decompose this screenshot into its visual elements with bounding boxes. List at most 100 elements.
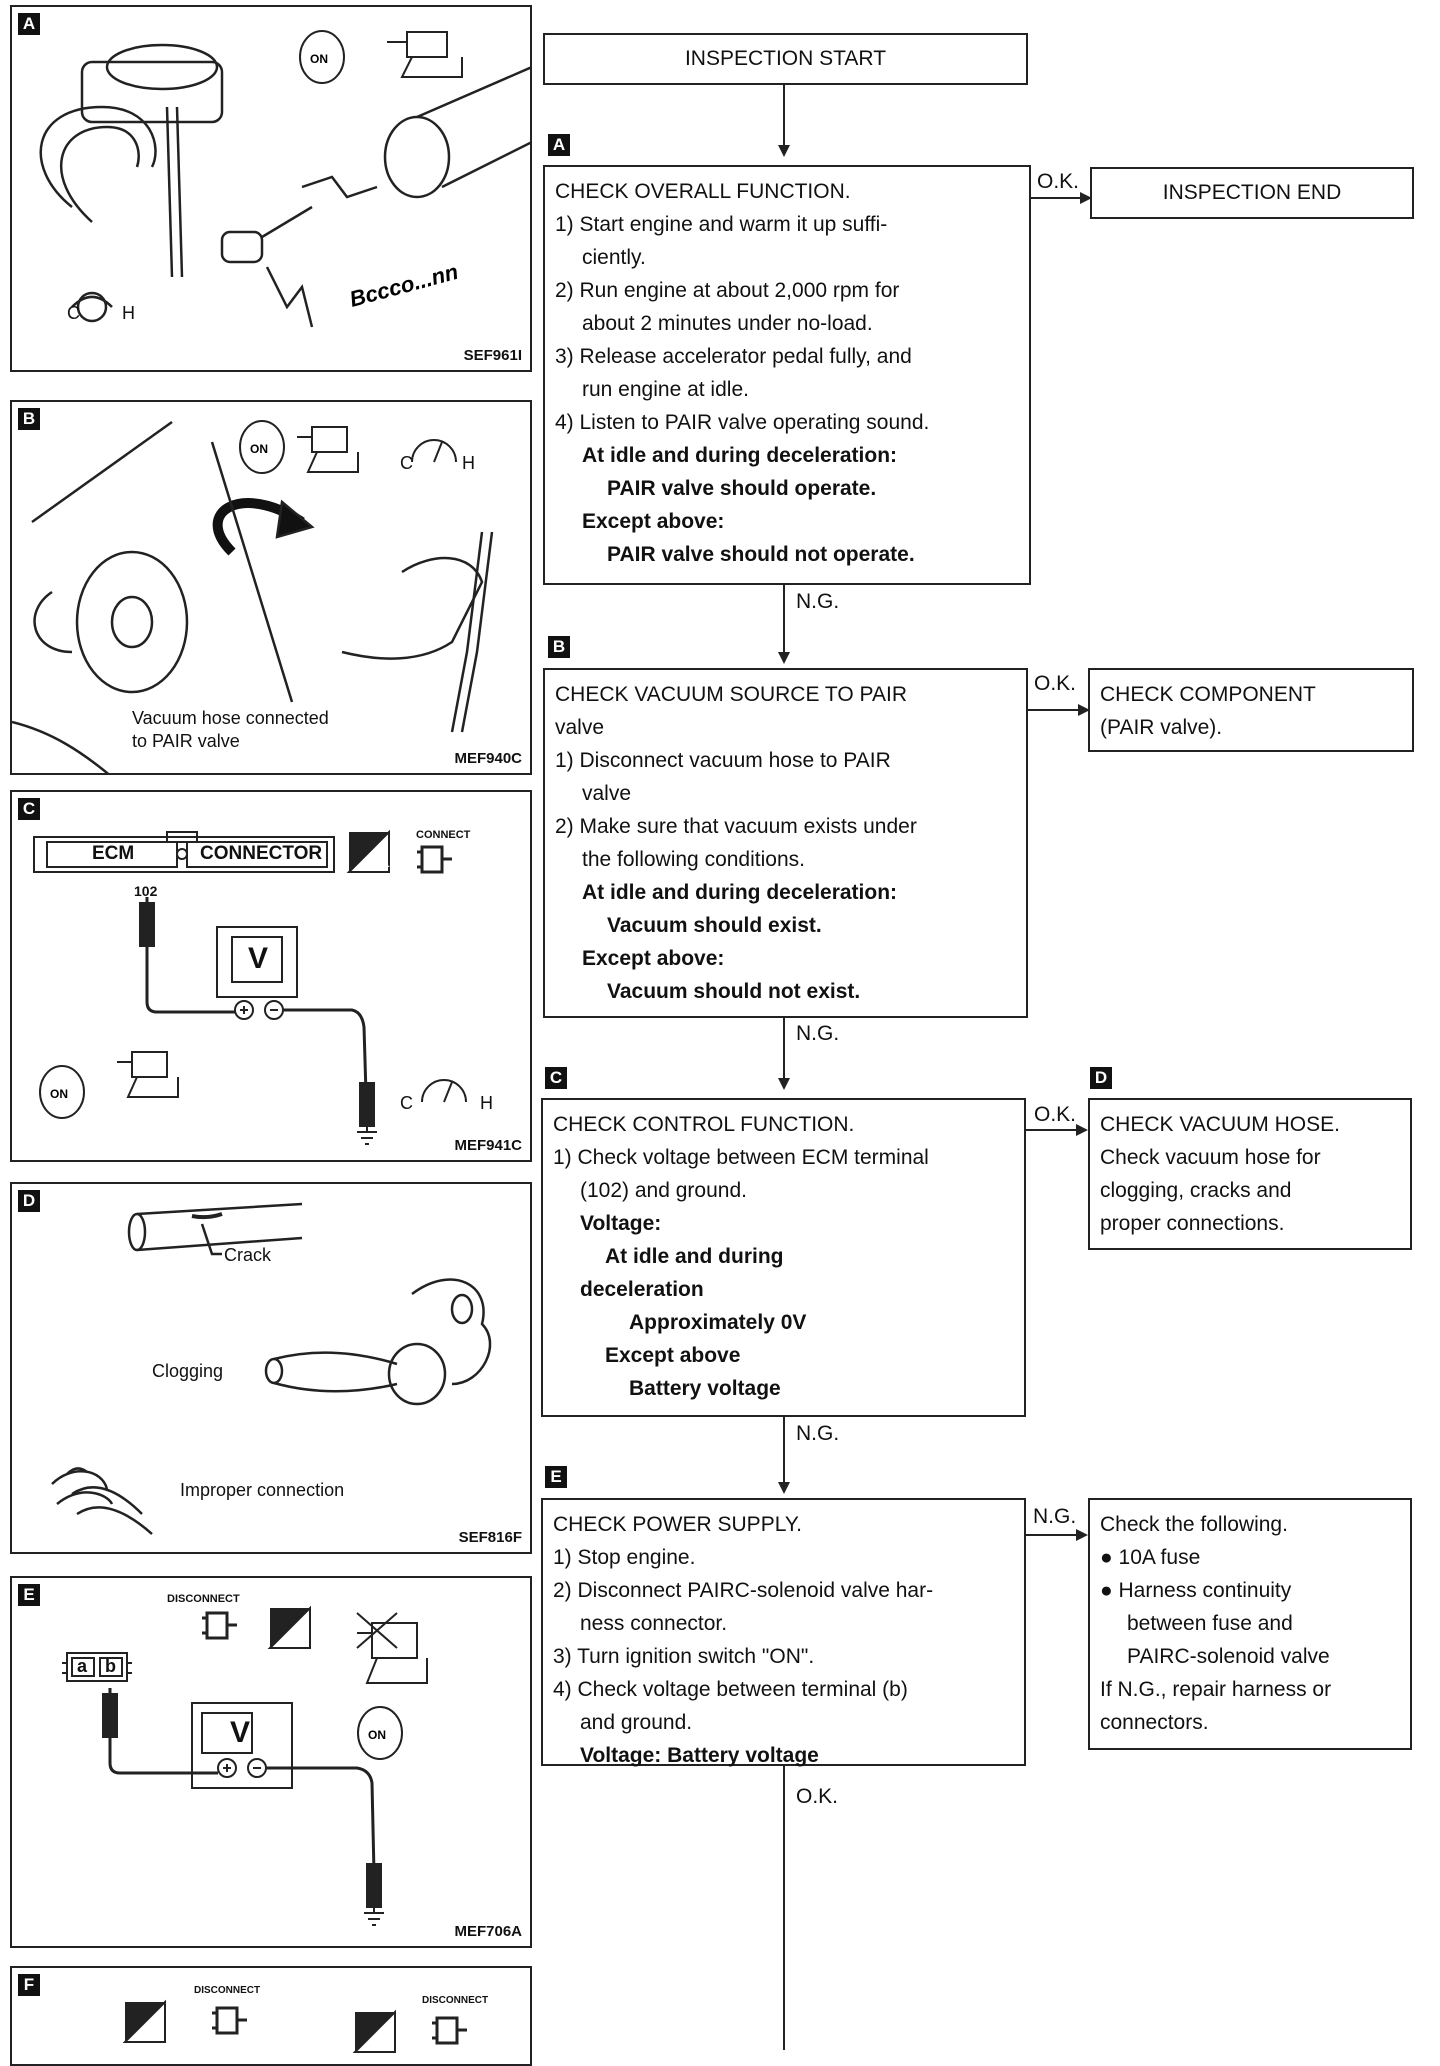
disconnect-icons-illustration — [122, 1999, 467, 2053]
step-line: 2) Disconnect PAIRC-solenoid valve har- — [553, 1579, 934, 1602]
check-component-line2: (PAIR valve). — [1100, 716, 1223, 739]
step-line: valve — [582, 782, 632, 805]
label-ok-c: O.K. — [1034, 1103, 1077, 1126]
connect-label: CONNECT — [416, 829, 471, 841]
illustration-panel-b: B ON C H Vacuum hose connected to PAIR v… — [10, 400, 532, 775]
step-line: Except above: — [582, 947, 725, 970]
temp-hot-label-a: H — [122, 303, 135, 323]
step-tag-e: E — [545, 1466, 567, 1488]
step-line: Except above — [605, 1344, 741, 1367]
step-line: Except above: — [582, 510, 725, 533]
inspection-start-box: INSPECTION START — [543, 33, 1028, 85]
step-line: 2) Make sure that vacuum exists under — [555, 815, 917, 838]
step-line: 3) Release accelerator pedal fully, and — [555, 345, 912, 368]
label-ng-a: N.G. — [796, 590, 840, 613]
panel-tag-f: F — [18, 1974, 40, 1996]
label-ng-c: N.G. — [796, 1422, 840, 1445]
hose-box-line1: CHECK VACUUM HOSE. — [1100, 1113, 1340, 1136]
step-line: ciently. — [582, 246, 646, 269]
svg-text:ON: ON — [250, 442, 268, 456]
step-line: Voltage: Battery voltage — [580, 1744, 819, 1767]
step-box-c: CHECK CONTROL FUNCTION.1) Check voltage … — [541, 1098, 1026, 1417]
step-line: Approximately 0V — [629, 1311, 807, 1334]
improper-connection-label: Improper connection — [180, 1480, 345, 1500]
step-line: Vacuum should not exist. — [607, 980, 861, 1003]
terminal-b-label: b — [105, 1656, 116, 1676]
step-line: 3) Turn ignition switch "ON". — [553, 1645, 815, 1668]
step-line: 2) Run engine at about 2,000 rpm for — [555, 279, 900, 302]
terminal-102-label: 102 — [134, 883, 158, 899]
panel-tag-a: A — [18, 13, 40, 35]
figure-code-a: SEF961I — [463, 347, 522, 364]
check-component-line1: CHECK COMPONENT — [1100, 683, 1316, 706]
step-line: 1) Check voltage between ECM terminal — [553, 1146, 929, 1169]
label-ng-b: N.G. — [796, 1022, 840, 1045]
step-line: 4) Listen to PAIR valve operating sound. — [555, 411, 930, 434]
step-box-e: CHECK POWER SUPPLY.1) Stop engine.2) Dis… — [541, 1498, 1026, 1767]
temp-cold-label-c: C — [400, 1093, 413, 1113]
step-line: Battery voltage — [629, 1377, 781, 1400]
disconnect-label-f1: DISCONNECT — [194, 1985, 261, 1996]
step-tag-a: A — [548, 134, 570, 156]
label-ok-e: O.K. — [796, 1785, 839, 1808]
illustration-panel-a: A ON Bccco...nn C H SEF961I — [10, 5, 532, 372]
pair-valve-engine-illustration: ON Bccco...nn — [39, 30, 530, 328]
step-line: about 2 minutes under no-load. — [582, 312, 873, 335]
illustration-panel-c: C ON ECM CONNECTOR 102 — [10, 790, 532, 1162]
panel-tag-b: B — [18, 408, 40, 430]
step-line: 1) Disconnect vacuum hose to PAIR — [555, 749, 891, 772]
voltmeter-v-label-e: V — [230, 1716, 251, 1749]
crack-label: Crack — [224, 1245, 272, 1265]
hose-box-line3: clogging, cracks and — [1100, 1179, 1292, 1202]
hose-box-line2: Check vacuum hose for — [1100, 1146, 1321, 1169]
check-following-box: Check the following. ● 10A fuse ● Harness … — [1088, 1498, 1412, 1750]
hose-box-line4: proper connections. — [1100, 1212, 1285, 1235]
hose-defects-illustration — [51, 1202, 492, 1535]
step-line: PAIR valve should operate. — [607, 477, 877, 500]
step-tag-d: D — [1090, 1067, 1112, 1089]
step-line: Check the following. — [1100, 1513, 1288, 1536]
step-line: connectors. — [1100, 1711, 1209, 1734]
disconnect-label-e: DISCONNECT — [167, 1593, 240, 1605]
step-line: CHECK POWER SUPPLY. — [553, 1513, 802, 1536]
step-tag-c: C — [545, 1067, 567, 1089]
step-line: ● Harness continuity — [1100, 1579, 1292, 1602]
step-tag-b: B — [548, 636, 570, 658]
check-vacuum-hose-box: CHECK VACUUM HOSE. Check vacuum hose for… — [1088, 1098, 1412, 1250]
hose-caption-line2: to PAIR valve — [132, 730, 240, 752]
step-line: valve — [555, 716, 605, 739]
step-line: deceleration — [580, 1278, 704, 1301]
vacuum-hose-illustration: ON — [12, 420, 494, 773]
temp-cold-label-b: C — [400, 453, 413, 473]
panel-tag-d: D — [18, 1190, 40, 1212]
illustration-panel-e: E ON a b DISCONNECT T.S. V MEF706A — [10, 1576, 532, 1948]
hs-label-c: H.S. — [367, 856, 391, 870]
hose-caption-line1: Vacuum hose connected — [132, 707, 329, 729]
step-line: between fuse and — [1127, 1612, 1293, 1635]
step-line: Voltage: — [580, 1212, 662, 1235]
ecm-label: ECM — [92, 843, 135, 864]
step-line: CHECK OVERALL FUNCTION. — [555, 180, 851, 203]
step-line: ● 10A fuse — [1100, 1546, 1201, 1569]
inspection-end-box: INSPECTION END — [1090, 167, 1414, 219]
panel-tag-e: E — [18, 1584, 40, 1606]
step-line: (102) and ground. — [580, 1179, 747, 1202]
step-line: Vacuum should exist. — [607, 914, 822, 937]
step-line: PAIRC-solenoid valve — [1127, 1645, 1330, 1668]
step-line: 1) Start engine and warm it up suffi- — [555, 213, 888, 236]
illustration-panel-d: D Crack Clogging Improper connection SEF… — [10, 1182, 532, 1554]
figure-code-e: MEF706A — [454, 1923, 522, 1940]
step-line: At idle and during — [605, 1245, 784, 1268]
svg-text:ON: ON — [50, 1087, 68, 1101]
step-line: If N.G., repair harness or — [1100, 1678, 1332, 1701]
check-component-box: CHECK COMPONENT (PAIR valve). — [1088, 668, 1414, 752]
svg-text:ON: ON — [368, 1728, 386, 1742]
temp-hot-label-c: H — [480, 1093, 493, 1113]
figure-code-b: MEF940C — [454, 750, 522, 767]
step-line: run engine at idle. — [582, 378, 749, 401]
disconnect-label-f2: DISCONNECT — [422, 1995, 489, 2006]
clogging-label: Clogging — [152, 1361, 224, 1381]
step-line: and ground. — [580, 1711, 693, 1734]
terminal-a-label: a — [77, 1656, 88, 1676]
